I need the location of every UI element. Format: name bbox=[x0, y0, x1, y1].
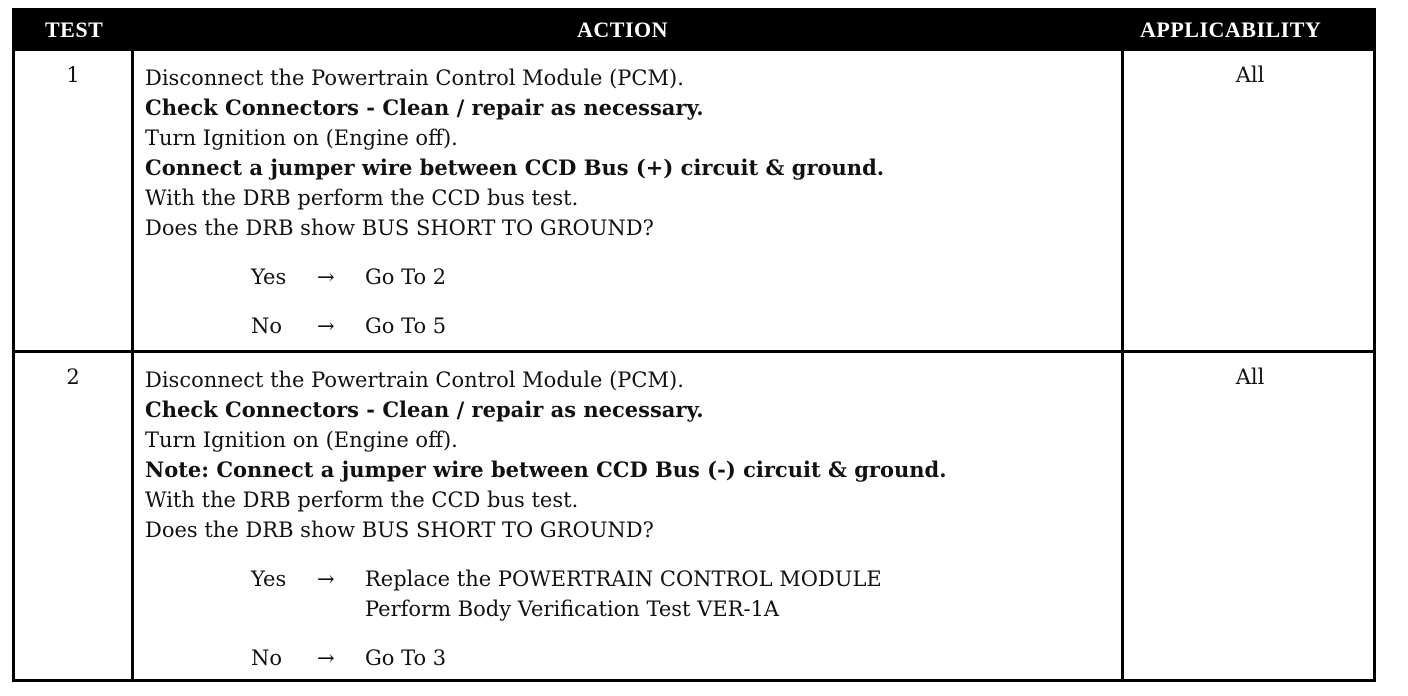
column-divider bbox=[131, 51, 134, 679]
test-number: 1 bbox=[66, 63, 80, 87]
step-line: Check Connectors - Clean / repair as nec… bbox=[145, 95, 704, 120]
arrow-icon: → bbox=[317, 646, 335, 670]
step-line: Does the DRB show BUS SHORT TO GROUND? bbox=[145, 216, 654, 240]
header-action: ACTION bbox=[577, 17, 669, 42]
step-line: Check Connectors - Clean / repair as nec… bbox=[145, 397, 704, 422]
result-label: No bbox=[251, 646, 283, 670]
column-divider bbox=[1121, 51, 1124, 679]
step-line: Note: Connect a jumper wire between CCD … bbox=[145, 457, 947, 482]
result-label: Yes bbox=[251, 567, 287, 591]
result-text: Replace the POWERTRAIN CONTROL MODULE bbox=[365, 567, 882, 591]
result-label: Yes bbox=[251, 265, 287, 289]
result-text: Perform Body Verification Test VER-1A bbox=[365, 597, 780, 621]
step-line: With the DRB perform the CCD bus test. bbox=[145, 186, 579, 210]
header-test: TEST bbox=[45, 17, 104, 42]
step-line: Does the DRB show BUS SHORT TO GROUND? bbox=[145, 518, 654, 542]
result-label: No bbox=[251, 314, 283, 338]
step-line: Disconnect the Powertrain Control Module… bbox=[145, 66, 684, 90]
step-line: Connect a jumper wire between CCD Bus (+… bbox=[145, 155, 885, 180]
table-row: 2 Disconnect the Powertrain Control Modu… bbox=[15, 353, 1373, 679]
action-steps: Disconnect the Powertrain Control Module… bbox=[145, 365, 947, 545]
diagnostic-table: TEST ACTION APPLICABILITY 1 Disconnect t… bbox=[12, 8, 1376, 682]
step-line: With the DRB perform the CCD bus test. bbox=[145, 488, 579, 512]
table-header: TEST ACTION APPLICABILITY bbox=[15, 11, 1373, 51]
result-text: Go To 2 bbox=[365, 265, 447, 289]
arrow-icon: → bbox=[317, 265, 335, 289]
result-text: Go To 3 bbox=[365, 646, 447, 670]
applicability-value: All bbox=[1235, 63, 1265, 87]
header-applicability: APPLICABILITY bbox=[1140, 17, 1322, 42]
test-number: 2 bbox=[66, 365, 80, 389]
step-line: Turn Ignition on (Engine off). bbox=[145, 126, 458, 150]
step-line: Turn Ignition on (Engine off). bbox=[145, 428, 458, 452]
arrow-icon: → bbox=[317, 314, 335, 338]
applicability-value: All bbox=[1235, 365, 1265, 389]
result-text: Go To 5 bbox=[365, 314, 447, 338]
table-row: 1 Disconnect the Powertrain Control Modu… bbox=[15, 51, 1373, 353]
step-line: Disconnect the Powertrain Control Module… bbox=[145, 368, 684, 392]
action-steps: Disconnect the Powertrain Control Module… bbox=[145, 63, 884, 243]
arrow-icon: → bbox=[317, 567, 335, 591]
